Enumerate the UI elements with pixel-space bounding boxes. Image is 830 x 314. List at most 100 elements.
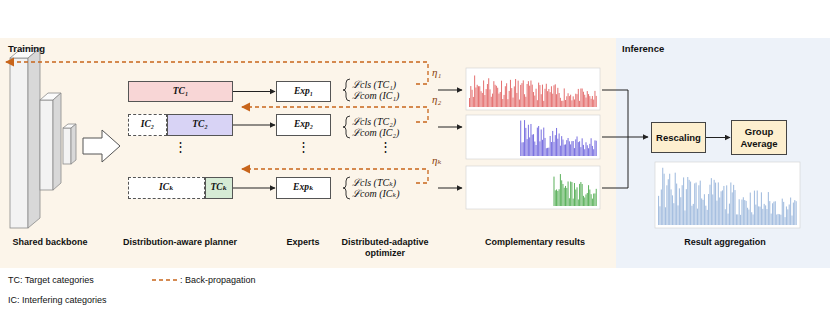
histogram-bar [565,100,566,107]
histogram-bar [477,85,478,107]
flow-arrow [233,188,275,189]
histogram-bar [772,203,773,225]
histogram-bar [786,206,787,225]
histogram-bar [751,212,752,225]
ellipsis: ⋮ [297,140,310,153]
category-box: ICₖ [128,177,205,199]
histogram-bar [744,200,745,225]
histogram-bar [733,185,734,225]
histogram-bar [545,138,546,156]
histogram-bar [702,200,703,225]
histogram-bar [539,141,540,156]
histogram-bar [787,209,788,225]
histogram-bar [575,94,576,107]
histogram-bar [537,100,538,107]
histogram-bar [778,214,779,225]
loss-term: ℒcls (TC₂) [352,116,396,127]
histogram-bar [584,149,585,156]
histogram-bar [559,133,560,156]
histogram-bar [594,91,595,107]
histogram-bar [594,140,595,156]
histogram-bar [575,139,576,156]
histogram-bar [546,148,547,156]
ellipsis: ⋮ [379,140,392,153]
histogram-bar [474,75,475,107]
histogram-bar [589,144,590,156]
histogram-bar [768,192,769,225]
brace [343,177,350,199]
histogram-bar [561,101,562,107]
histogram-bar [556,189,557,206]
histogram-bar [672,195,673,225]
loss-term: ℒcom (ICₖ) [352,188,399,199]
histogram-bar [689,180,690,225]
histogram-bar [555,135,556,156]
histogram-bar [694,183,695,225]
histogram-bar [593,194,594,206]
histogram-bar [566,96,567,107]
histogram-bar [585,142,586,156]
histogram-bar [708,194,709,225]
histogram-bar [580,182,581,206]
histogram [655,162,800,228]
weight-symbol: η₁ [432,66,441,78]
histogram-bar [577,187,578,206]
histogram-bar [743,197,744,225]
histogram-bar [511,88,512,107]
histogram-bar [757,190,758,225]
histogram-bar [552,94,553,107]
histogram-bar [493,81,494,107]
histogram-bar [552,131,553,156]
histogram-bar [582,138,583,156]
histogram-bar [525,97,526,107]
histogram-bar [759,207,760,225]
hollow-arrow [83,130,120,162]
histogram-bar [469,98,470,107]
histogram-bar [565,186,566,206]
histogram-bar [504,95,505,107]
histogram-bar [521,83,522,107]
histogram-bar [569,141,570,156]
histogram-bar [716,201,717,225]
histogram-bar [519,100,520,107]
histogram-bar [565,144,566,156]
histogram-bar [496,86,497,107]
histogram-bar [668,179,669,225]
histogram-bar [521,142,522,156]
histogram-bar [506,83,507,107]
histogram-bar [704,194,705,225]
histogram-bar [541,129,542,156]
category-box: TC₂ [167,114,233,136]
histogram-bar [575,190,576,206]
histogram-bar [527,139,528,156]
histogram-bar [746,201,747,225]
histogram-bar [574,148,575,156]
histogram-bar [548,148,549,156]
histogram-bar [766,209,767,225]
backprop-arrow [242,169,428,183]
histogram-bar [758,206,759,225]
histogram-bar [583,92,584,107]
histogram-bar [596,189,597,206]
panel-title: Training [8,43,608,54]
category-box: IC₂ [128,114,167,136]
flow-arrow [233,91,275,92]
histogram-bar [542,85,543,107]
histogram-bar [570,144,571,156]
histogram-bar [707,210,708,225]
histogram-bar [571,100,572,107]
histogram-bar [776,215,777,225]
histogram-bar [588,148,589,156]
histogram-bar [559,93,560,107]
histogram-bar [578,199,579,206]
histogram-bar [547,91,548,107]
histogram-bar [596,96,597,107]
histogram-bar [748,210,749,225]
histogram-bar [761,192,762,225]
histogram-bar [664,174,665,225]
histogram-bar [665,207,666,225]
backbone-block [53,93,61,190]
histogram-bar [723,186,724,225]
histogram-bar [550,92,551,107]
histogram-bar [553,85,554,107]
